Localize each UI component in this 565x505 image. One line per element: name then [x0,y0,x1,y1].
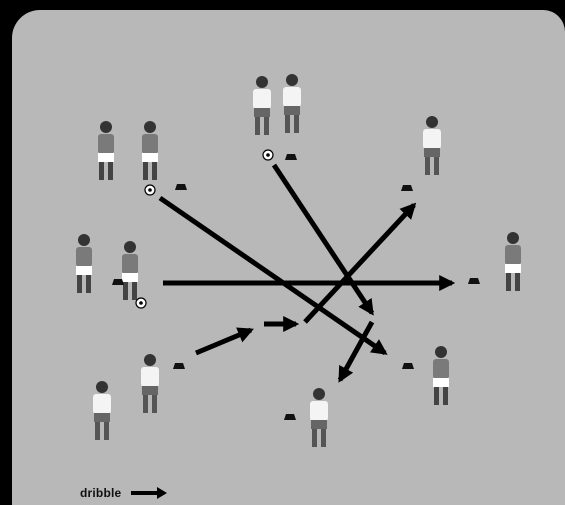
player-dark-5 [505,232,521,291]
cone [401,185,413,191]
dribble-arrow [196,330,251,353]
player-dark-3 [76,234,92,293]
player-light-4 [93,381,111,440]
player-dark-4 [122,241,138,300]
pass-arrow [305,205,414,322]
cone [468,278,480,284]
dribble-legend-arrow-icon [129,487,169,499]
cone [402,363,414,369]
player-light-1 [253,76,271,135]
player-light-2 [283,74,301,133]
pass-arrow [274,165,372,313]
player-light-5 [141,354,159,413]
cone [284,414,296,420]
ball [263,150,273,160]
player-dark-2 [142,121,158,180]
player-light-3 [423,116,441,175]
cone [285,154,297,160]
cone [175,184,187,190]
ball [145,185,155,195]
player-dark-1 [98,121,114,180]
cone [173,363,185,369]
player-dark-6 [433,346,449,405]
cone [112,279,124,285]
legend: dribble [80,486,169,500]
player-light-6 [310,388,328,447]
legend-label: dribble [80,486,121,500]
ball [136,298,146,308]
